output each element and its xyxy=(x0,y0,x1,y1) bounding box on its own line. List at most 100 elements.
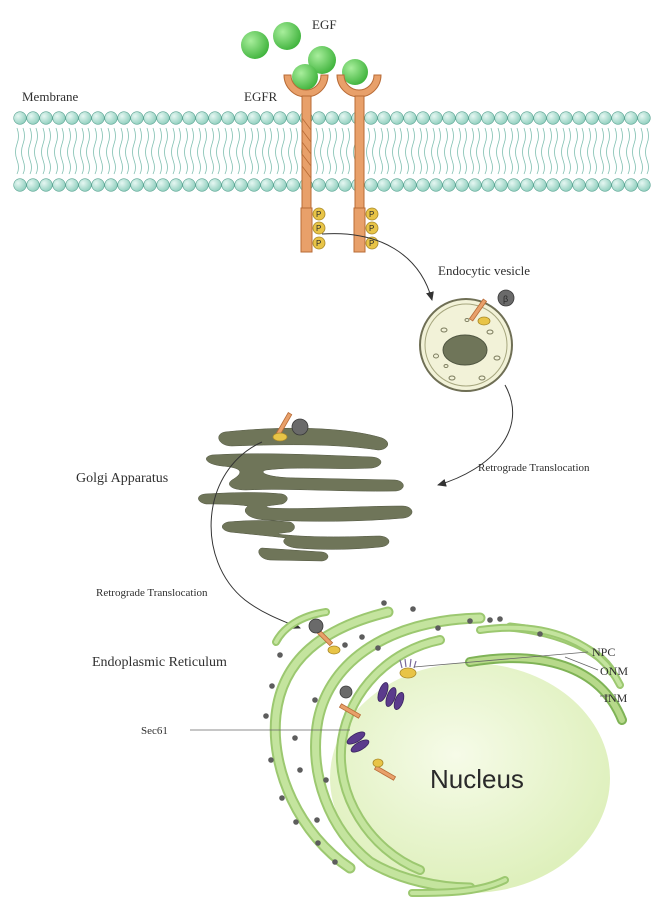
lipid-head xyxy=(183,112,196,125)
lipid-tail xyxy=(146,128,155,174)
lipid-head xyxy=(638,179,651,192)
sec61-label: Sec61 xyxy=(141,725,168,737)
lipid-tail xyxy=(432,128,441,174)
lipid-head xyxy=(417,112,430,125)
egf-molecule xyxy=(241,31,269,59)
ribosome-dot xyxy=(297,767,303,773)
lipid-tail xyxy=(627,128,636,174)
lipid-tail xyxy=(42,128,51,174)
phosphate-label: P xyxy=(369,210,374,219)
lipid-tail xyxy=(276,128,285,174)
lipid-head xyxy=(391,179,404,192)
lipid-tail xyxy=(445,128,454,174)
lipid-head xyxy=(144,112,157,125)
lipid-tail xyxy=(497,128,506,174)
lipid-head xyxy=(287,179,300,192)
egf-molecule xyxy=(342,59,368,85)
lipid-tail xyxy=(159,128,168,174)
lipid-head xyxy=(118,179,131,192)
lipid-head xyxy=(469,179,482,192)
lipid-head xyxy=(495,179,508,192)
lipid-head xyxy=(235,112,248,125)
lipid-head xyxy=(443,112,456,125)
lipid-head xyxy=(66,179,79,192)
lipid-tail xyxy=(81,128,90,174)
ribosome-dot xyxy=(312,697,318,703)
lipid-head xyxy=(482,112,495,125)
lipid-head xyxy=(40,179,53,192)
lipid-head xyxy=(170,112,183,125)
lipid-head xyxy=(378,179,391,192)
retrograde-translocation-label-2: Retrograde Translocation xyxy=(96,587,208,599)
lipid-tail xyxy=(393,128,402,174)
lipid-tail xyxy=(211,128,220,174)
lipid-tail xyxy=(263,128,272,174)
ribosome-dot xyxy=(410,606,416,612)
lipid-heads-outer xyxy=(14,112,651,125)
ribosome-dot xyxy=(263,713,269,719)
lipid-tail xyxy=(419,128,428,174)
lipid-head xyxy=(40,112,53,125)
npc-label: NPC xyxy=(592,645,615,659)
lipid-head xyxy=(534,112,547,125)
lipid-tail xyxy=(328,128,337,174)
lipid-head xyxy=(248,112,261,125)
onm-label: ONM xyxy=(600,664,628,678)
phosphate-group: P xyxy=(366,208,378,220)
phosphate-label: P xyxy=(369,224,374,233)
lipid-head xyxy=(378,112,391,125)
lipid-head xyxy=(586,112,599,125)
ribosome-dot xyxy=(269,683,275,689)
golgi-apparatus xyxy=(198,428,412,561)
er-label: Endoplasmic Reticulum xyxy=(92,655,227,670)
lipid-head xyxy=(53,179,66,192)
lipid-head xyxy=(235,179,248,192)
egf-label: EGF xyxy=(312,17,337,32)
lipid-tail xyxy=(55,128,64,174)
lipid-head xyxy=(625,179,638,192)
lipid-head xyxy=(326,112,339,125)
lipid-head xyxy=(495,112,508,125)
lipid-head xyxy=(599,112,612,125)
lipid-head xyxy=(365,112,378,125)
lipid-tail xyxy=(471,128,480,174)
beta-label: β xyxy=(503,294,508,304)
lipid-head xyxy=(586,179,599,192)
lipid-tail xyxy=(289,128,298,174)
phosphate-group: P xyxy=(366,222,378,234)
lipid-head xyxy=(27,179,40,192)
phosphate-group: P xyxy=(313,208,325,220)
membrane-label: Membrane xyxy=(22,89,79,104)
lipid-head xyxy=(196,112,209,125)
lipid-head xyxy=(391,112,404,125)
lipid-tail xyxy=(549,128,558,174)
lipid-head xyxy=(183,179,196,192)
ribosome-dot xyxy=(292,735,298,741)
lipid-head xyxy=(274,179,287,192)
ribosome-dot xyxy=(342,642,348,648)
lipid-head xyxy=(222,179,235,192)
lipid-head xyxy=(209,179,222,192)
lipid-head xyxy=(339,112,352,125)
ribosome-dot xyxy=(537,631,543,637)
lipid-tail xyxy=(562,128,571,174)
phosphate-label: P xyxy=(316,224,321,233)
phosphate-label: P xyxy=(316,239,321,248)
lipid-tail xyxy=(380,128,389,174)
lipid-head xyxy=(430,179,443,192)
lipid-head xyxy=(131,179,144,192)
lipid-head xyxy=(560,179,573,192)
ribosome-dot xyxy=(279,795,285,801)
lipid-head xyxy=(157,112,170,125)
lipid-head xyxy=(196,179,209,192)
endocytic-vesicle-label: Endocytic vesicle xyxy=(438,263,530,278)
lipid-head xyxy=(222,112,235,125)
ribosome-dot xyxy=(497,616,503,622)
ribosome-dot xyxy=(359,634,365,640)
phosphate-group: P xyxy=(313,237,325,249)
lipid-head xyxy=(79,179,92,192)
lipid-tail xyxy=(172,128,181,174)
lipid-head xyxy=(430,112,443,125)
lipid-tail xyxy=(120,128,129,174)
